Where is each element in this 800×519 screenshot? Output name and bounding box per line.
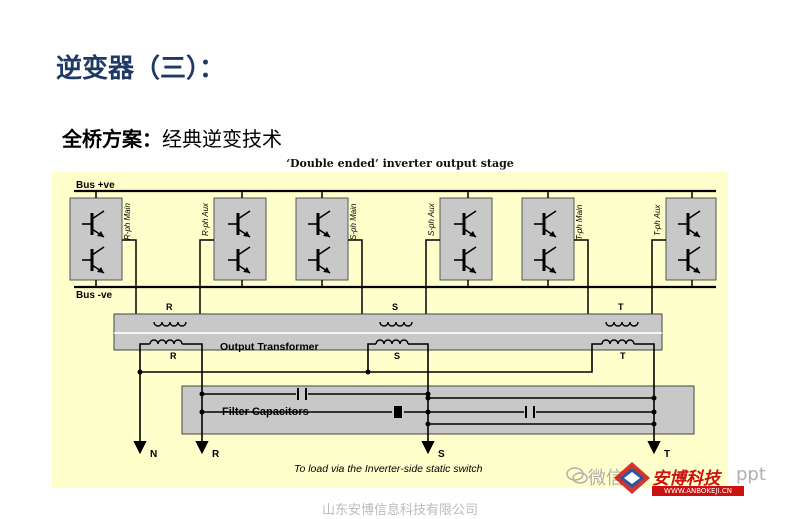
- switch-module-r-main: [69, 197, 123, 281]
- watermark-logo: 微信号 安博科技 WWW.ANBOKEJI.CN ppt: [566, 458, 776, 498]
- page-title: 逆变器（三）：: [56, 54, 226, 84]
- phase-label-r-secondary: R: [170, 351, 177, 361]
- switch-label-r-aux: R-ph Aux: [201, 202, 210, 236]
- brand-url: WWW.ANBOKEJI.CN: [652, 486, 744, 496]
- output-label-r: R: [212, 449, 220, 460]
- switch-module-t-aux: [665, 197, 717, 281]
- phase-label-t-primary: T: [618, 302, 624, 312]
- switch-module-s-aux: [439, 197, 493, 281]
- output-label-t: T: [664, 449, 670, 460]
- bus-positive-label: Bus +ve: [76, 180, 115, 191]
- switch-label-r-main: R-ph Main: [123, 203, 132, 240]
- load-note: To load via the Inverter-side static swi…: [294, 463, 483, 475]
- output-wiring: [139, 343, 655, 444]
- subtitle-text: 经典逆变技术: [162, 127, 282, 151]
- brand-name: 安博科技: [652, 469, 720, 489]
- junction-dots: [137, 369, 657, 427]
- switch-label-t-main: T-ph Main: [575, 204, 584, 240]
- wechat-icon: [566, 467, 588, 484]
- switch-label-s-main: S-ph Main: [349, 203, 358, 240]
- output-arrows: [133, 441, 661, 455]
- output-transformer-label: Output Transformer: [220, 341, 319, 353]
- switch-module-s-main: [295, 197, 349, 281]
- phase-label-r-primary: R: [166, 302, 173, 312]
- anbo-logo-icon: [614, 462, 650, 494]
- phase-label-s-secondary: S: [394, 351, 400, 361]
- diagram-caption: ‘Double ended’ inverter output stage: [286, 157, 514, 170]
- switch-module-t-main: [521, 197, 575, 281]
- subtitle: 全桥方案：经典逆变技术: [62, 123, 282, 152]
- inverter-diagram: Bus +ve Bus -ve R-ph Main R-ph Aux S-ph …: [52, 172, 728, 488]
- switch-module-r-aux: [213, 197, 267, 281]
- switch-label-t-aux: T-ph Aux: [653, 204, 662, 236]
- footer-company: 山东安博信息科技有限公司: [321, 503, 478, 518]
- output-label-n: N: [150, 449, 157, 460]
- output-label-s: S: [438, 449, 445, 460]
- watermark-text-right: ppt: [736, 464, 766, 485]
- switch-label-s-aux: S-ph Aux: [427, 202, 436, 236]
- phase-label-t-secondary: T: [620, 351, 626, 361]
- bus-negative-label: Bus -ve: [76, 290, 113, 301]
- phase-label-s-primary: S: [392, 302, 398, 312]
- subtitle-heading: 全桥方案：: [62, 127, 162, 151]
